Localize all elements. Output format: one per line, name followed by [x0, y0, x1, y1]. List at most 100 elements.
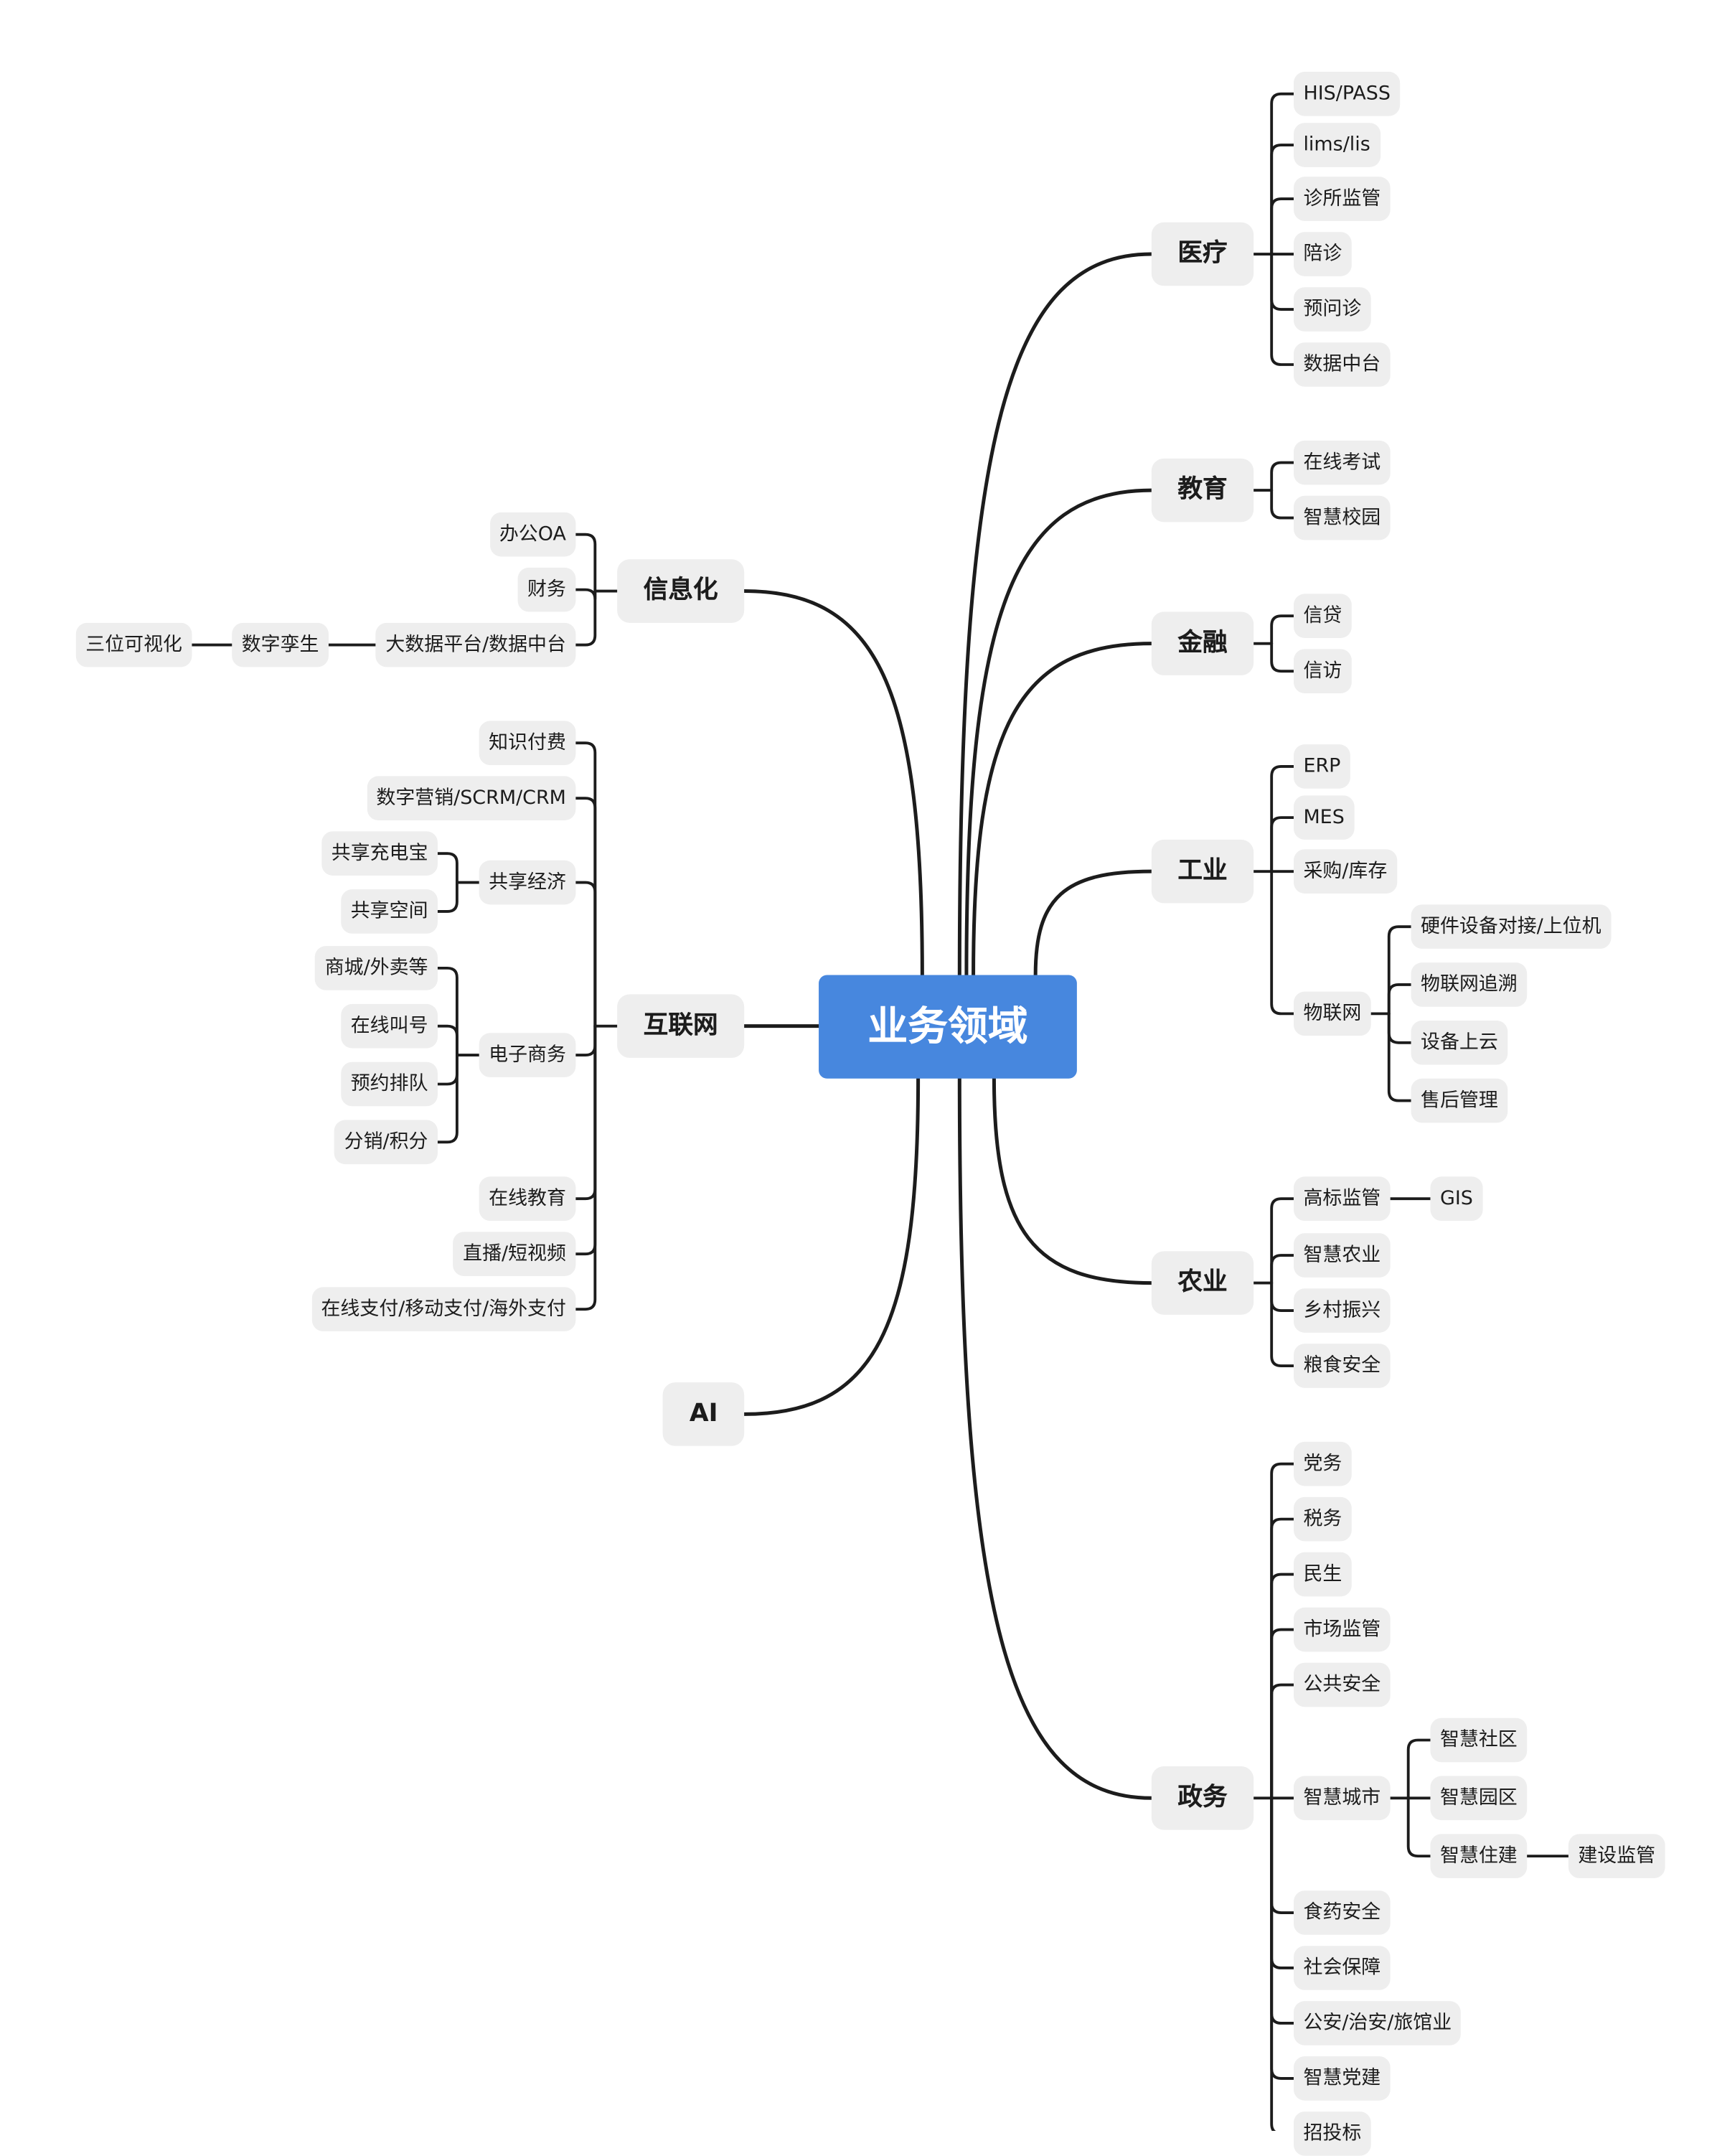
topic-node[interactable]: 电子商务 [479, 1033, 576, 1077]
child-connector [574, 881, 597, 1028]
topic-node[interactable]: 建设监管 [1568, 1834, 1665, 1878]
topic-node[interactable]: 智慧农业 [1293, 1233, 1391, 1278]
topic-node[interactable]: 预问诊 [1293, 287, 1371, 332]
root-connector [964, 488, 1154, 977]
topic-node[interactable]: 智慧校园 [1293, 495, 1391, 540]
topic-node[interactable]: 税务 [1293, 1496, 1352, 1542]
branch-node[interactable]: 政务 [1151, 1766, 1254, 1830]
child-connector [1270, 765, 1295, 873]
topic-node[interactable]: 分销/积分 [334, 1120, 438, 1165]
topic-node[interactable]: 陪诊 [1293, 232, 1352, 276]
topic-node[interactable]: 采购/库存 [1293, 849, 1397, 894]
topic-node[interactable]: 市场监管 [1293, 1607, 1391, 1652]
topic-node[interactable]: 数据中台 [1293, 342, 1391, 387]
topic-node[interactable]: lims/lis [1293, 123, 1381, 167]
child-connector [436, 1024, 458, 1057]
child-connector [574, 1024, 597, 1311]
child-connector [1270, 1796, 1295, 1969]
topic-node[interactable]: 在线教育 [479, 1176, 576, 1221]
child-connector [1270, 1462, 1295, 1800]
topic-node[interactable]: 数字营销/SCRM/CRM [366, 776, 576, 820]
topic-node[interactable]: 社会保障 [1293, 1946, 1391, 1990]
topic-node[interactable]: 硬件设备对接/上位机 [1411, 904, 1612, 949]
topic-node[interactable]: 公共安全 [1293, 1662, 1391, 1707]
topic-node[interactable]: 智慧园区 [1430, 1776, 1528, 1821]
branch-node[interactable]: 互联网 [617, 994, 745, 1058]
child-connector [436, 1054, 458, 1144]
topic-node[interactable]: GIS [1430, 1176, 1483, 1221]
topic-node[interactable]: 物联网追溯 [1411, 962, 1528, 1007]
child-connector [1270, 1628, 1295, 1800]
topic-node[interactable]: 数字孪生 [232, 622, 329, 667]
branch-node[interactable]: 农业 [1151, 1251, 1254, 1315]
topic-node[interactable]: 信贷 [1293, 594, 1352, 638]
child-connector [1387, 1012, 1413, 1044]
topic-node[interactable]: 办公OA [489, 512, 576, 557]
branch-node[interactable]: 信息化 [617, 559, 745, 623]
topic-node[interactable]: 公安/治安/旅馆业 [1293, 2001, 1462, 2045]
topic-node[interactable]: 知识付费 [479, 721, 576, 766]
topic-node[interactable]: 民生 [1293, 1552, 1352, 1597]
child-connector [1270, 870, 1295, 1016]
topic-node[interactable]: 党务 [1293, 1441, 1352, 1486]
topic-node[interactable]: 商城/外卖等 [315, 946, 438, 990]
child-connector [1270, 253, 1295, 311]
topic-node[interactable]: 高标监管 [1293, 1176, 1391, 1221]
topic-node[interactable]: 招投标 [1293, 2112, 1371, 2156]
branch-node[interactable]: 医疗 [1151, 222, 1254, 286]
child-connector [574, 589, 597, 647]
topic-node[interactable]: 智慧社区 [1430, 1717, 1528, 1763]
topic-node[interactable]: 共享充电宝 [321, 831, 438, 876]
child-connector [1270, 816, 1295, 873]
topic-node[interactable]: 信访 [1293, 649, 1352, 693]
child-connector [436, 1054, 458, 1086]
child-connector [1270, 1573, 1295, 1800]
topic-node[interactable]: 乡村振兴 [1293, 1288, 1391, 1333]
root-connector [742, 1077, 921, 1416]
topic-node[interactable]: 在线支付/移动支付/海外支付 [311, 1287, 576, 1331]
topic-node[interactable]: 在线叫号 [341, 1003, 438, 1049]
topic-node[interactable]: 三位可视化 [75, 622, 192, 667]
root-connector [992, 1077, 1154, 1285]
topic-node[interactable]: 售后管理 [1411, 1078, 1508, 1123]
child-connector [1387, 925, 1413, 1016]
topic-node[interactable]: 共享空间 [341, 889, 438, 934]
child-connector [574, 741, 597, 1028]
root-node[interactable]: 业务领域 [819, 975, 1077, 1079]
topic-node[interactable]: 设备上云 [1411, 1020, 1508, 1065]
child-connector [574, 533, 597, 593]
topic-node[interactable]: 智慧城市 [1293, 1776, 1391, 1821]
branch-node[interactable]: 金融 [1151, 611, 1254, 675]
topic-node[interactable]: 智慧住建 [1430, 1834, 1528, 1878]
topic-node[interactable]: 物联网 [1293, 991, 1371, 1036]
topic-node[interactable]: ERP [1293, 744, 1350, 789]
child-connector [1270, 144, 1295, 256]
topic-node[interactable]: 财务 [517, 567, 576, 612]
child-connector [1270, 489, 1295, 520]
topic-node[interactable]: 诊所监管 [1293, 177, 1391, 221]
child-connector [1270, 92, 1295, 256]
topic-node[interactable]: 智慧党建 [1293, 2056, 1391, 2101]
child-connector [1270, 642, 1295, 673]
topic-node[interactable]: 粮食安全 [1293, 1344, 1391, 1388]
child-connector [1387, 983, 1413, 1016]
topic-node[interactable]: HIS/PASS [1293, 72, 1401, 116]
topic-node[interactable]: 大数据平台/数据中台 [375, 622, 576, 667]
child-connector [1270, 461, 1295, 492]
child-connector [1270, 1254, 1295, 1285]
topic-node[interactable]: 食药安全 [1293, 1890, 1391, 1935]
branch-node[interactable]: AI [663, 1382, 745, 1446]
topic-node[interactable]: 预约排队 [341, 1061, 438, 1107]
branch-node[interactable]: 教育 [1151, 458, 1254, 522]
topic-node[interactable]: 共享经济 [479, 860, 576, 905]
root-connector [742, 589, 924, 977]
topic-node[interactable]: 在线考试 [1293, 440, 1391, 485]
branch-node[interactable]: 工业 [1151, 839, 1254, 904]
child-connector [1270, 1517, 1295, 1800]
child-connector [1270, 1281, 1295, 1312]
topic-node[interactable]: 直播/短视频 [453, 1232, 576, 1276]
child-connector [1270, 1796, 1295, 1914]
topic-node[interactable]: MES [1293, 795, 1355, 840]
